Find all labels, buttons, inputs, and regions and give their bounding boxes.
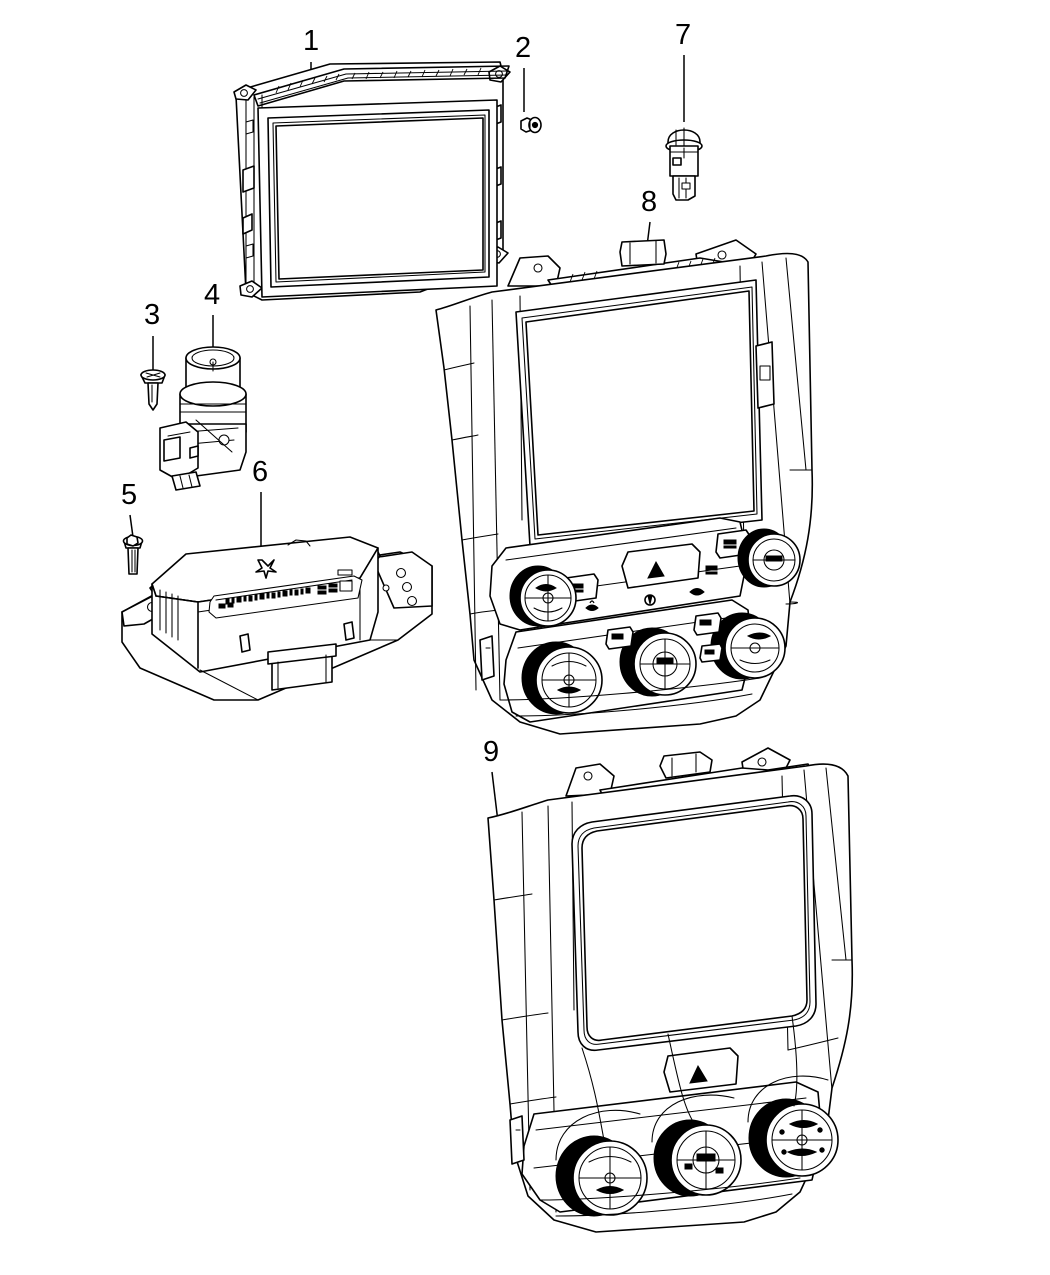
callout-number-4: 4: [204, 279, 221, 311]
pentastar-logo: [255, 559, 277, 579]
leader-5: [129, 514, 134, 538]
recirculate-icon: [644, 594, 656, 606]
leader-9: [491, 771, 499, 823]
rivet-pin: [140, 369, 166, 411]
seat-heat-icon: [585, 600, 599, 611]
screw-display: [520, 116, 542, 134]
callout-number-6: 6: [252, 456, 269, 488]
callout-number-9: 9: [483, 736, 500, 768]
callout-number-8: 8: [641, 186, 658, 218]
knob-fan-right-lower-upper: [710, 612, 786, 680]
knob-mode-lower: [653, 1119, 742, 1197]
callout-number-2: 2: [515, 32, 532, 64]
knob-fan-lower: [748, 1098, 839, 1178]
radio-display-unit: [233, 61, 511, 301]
ignition-switch: [159, 346, 247, 491]
hazard-button-lower: [663, 1047, 739, 1093]
center-stack-bezel-upper: [435, 239, 814, 735]
callout-number-5: 5: [121, 479, 138, 511]
screw-module: [122, 534, 144, 575]
knob-mode-center-lower-upper: [619, 627, 697, 697]
callout-number-1: 1: [303, 25, 320, 57]
defrost-icon: [705, 565, 718, 575]
control-module: [121, 536, 433, 701]
knob-fan-left-upper: [509, 565, 577, 627]
steering-wheel-heat-icon: [689, 588, 705, 596]
sensor-switch: [665, 127, 703, 201]
callout-number-7: 7: [675, 19, 692, 51]
center-stack-bezel-lower: [487, 747, 854, 1233]
callout-leader-lines: [129, 55, 685, 823]
callout-number-3: 3: [144, 299, 161, 331]
knob-temp-left-lower-upper: [521, 641, 603, 715]
hazard-button-upper: [621, 543, 701, 589]
knob-volume-right-upper: [737, 528, 801, 588]
